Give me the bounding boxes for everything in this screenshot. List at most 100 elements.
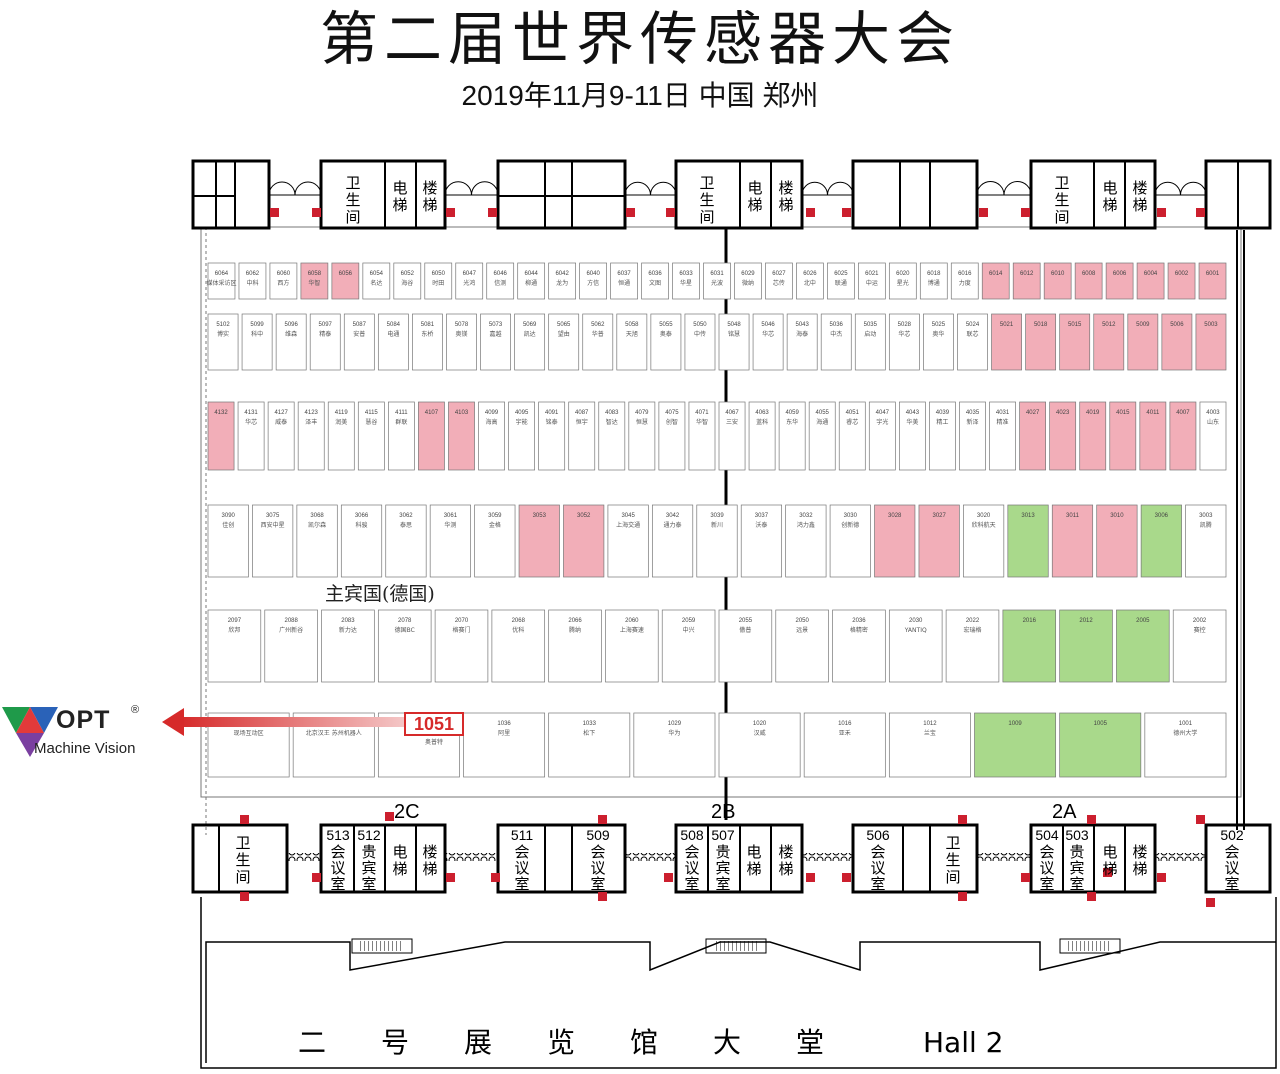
- booth[interactable]: 4132: [207, 401, 235, 471]
- booth[interactable]: 6056: [331, 262, 360, 300]
- booth[interactable]: 5018: [1025, 313, 1057, 371]
- booth[interactable]: 3010: [1096, 504, 1138, 578]
- booth[interactable]: 6012: [1012, 262, 1041, 300]
- booth[interactable]: 1009: [974, 712, 1057, 778]
- booth[interactable]: 3053: [518, 504, 560, 578]
- booth[interactable]: 6002: [1167, 262, 1196, 300]
- booth[interactable]: 5021: [991, 313, 1022, 371]
- booth[interactable]: 4023: [1049, 401, 1077, 471]
- booth[interactable]: 3027: [918, 504, 960, 578]
- booth[interactable]: 6004: [1136, 262, 1165, 300]
- booth[interactable]: 4019: [1079, 401, 1107, 471]
- booth[interactable]: 3028: [874, 504, 916, 578]
- booth[interactable]: 2012: [1059, 609, 1113, 683]
- booth[interactable]: 4015: [1109, 401, 1137, 471]
- booth[interactable]: 3052: [563, 504, 605, 578]
- booth[interactable]: 4027: [1019, 401, 1046, 471]
- booth[interactable]: 3006: [1140, 504, 1182, 578]
- booth[interactable]: 6010: [1043, 262, 1072, 300]
- booth[interactable]: 6001: [1198, 262, 1227, 300]
- booth[interactable]: 6008: [1074, 262, 1103, 300]
- booth[interactable]: 5006: [1161, 313, 1193, 371]
- booth[interactable]: 5009: [1127, 313, 1159, 371]
- booth[interactable]: 3011: [1051, 504, 1094, 578]
- booth[interactable]: 5012: [1093, 313, 1125, 371]
- highlighted-booth[interactable]: 1051: [404, 712, 464, 736]
